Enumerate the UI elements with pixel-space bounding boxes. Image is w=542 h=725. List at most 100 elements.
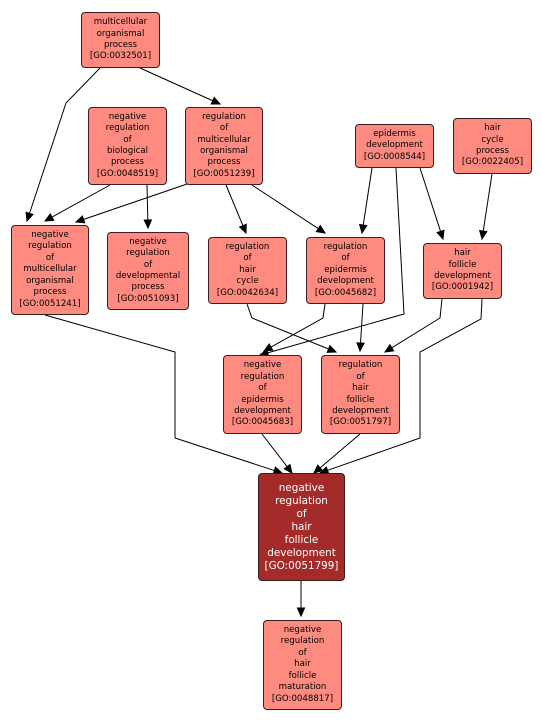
node-label-line: development — [317, 276, 374, 287]
node-label-line: organismal — [96, 28, 145, 39]
node-label-line: follicle — [288, 670, 317, 681]
node-label-line: epidermis — [324, 264, 367, 275]
node-label-line: regulation — [126, 248, 170, 259]
edge-arrowhead — [143, 219, 153, 230]
edge-go0048519-to-go0051241 — [43, 184, 111, 222]
node-label-line: developmental — [115, 271, 181, 281]
node-label-line: [GO:0045683] — [231, 417, 294, 428]
node-label-line: biological — [107, 146, 148, 156]
edge-arrowhead — [436, 229, 445, 241]
edge-go0001942-to-go0051797 — [383, 298, 443, 353]
edge-go0008544-to-go0045682 — [358, 167, 373, 235]
node-label-line: negative — [243, 360, 282, 371]
node-label-line: [GO:0051797] — [329, 417, 392, 428]
node-label-line: of — [356, 371, 365, 382]
node-label-line: of — [243, 253, 252, 264]
edge-line — [146, 184, 149, 222]
node-label-line: epidermis — [241, 394, 284, 405]
edge-line — [82, 182, 191, 221]
edge-arrowhead — [315, 224, 327, 234]
node-label-line: development — [434, 271, 491, 281]
node-label-line: of — [298, 647, 307, 658]
node-label-line: [GO:0032501] — [89, 51, 152, 62]
node-label-line: process — [103, 40, 138, 50]
node-label-line: regulation — [275, 494, 328, 507]
edge-arrowhead — [238, 223, 247, 235]
edge-line — [319, 433, 361, 469]
node-label-line: development — [267, 546, 336, 559]
edge-arrowhead — [356, 342, 365, 353]
node-label-line: multicellular — [23, 264, 77, 275]
edge-line — [419, 167, 442, 233]
edge-line — [482, 173, 493, 233]
edge-arrowhead — [296, 607, 306, 618]
node-label-line: follicle — [346, 394, 375, 405]
node-label-line: negative — [129, 236, 167, 247]
edge-go0045682-to-go0045683 — [262, 303, 326, 352]
edge-line — [44, 314, 276, 472]
node-label-line: process — [131, 282, 165, 293]
node-label-line: hair — [484, 123, 501, 134]
node-label-line: [GO:0051241] — [19, 298, 81, 309]
node-label-line: multicellular — [93, 17, 148, 28]
node-label-line: process — [475, 146, 510, 156]
edge-line — [266, 167, 405, 354]
edge-go0022405-to-go0001942 — [478, 173, 493, 241]
node-label-line: negative — [278, 481, 325, 494]
edge-go0051239-to-go0042634 — [225, 184, 247, 235]
node-label-line: of — [341, 253, 350, 264]
node-label-line: regulation — [338, 360, 383, 371]
node-label-line: organismal — [200, 146, 248, 156]
node-label-line: hair — [454, 248, 471, 259]
edge-arrowhead — [210, 96, 222, 105]
edge-go0008544-to-go0001942 — [419, 167, 445, 241]
node-label-line: of — [219, 123, 229, 134]
node-label-line: regulation — [225, 241, 270, 252]
node-label-line: maturation — [278, 682, 327, 693]
edge-line — [251, 184, 320, 230]
node-label-line: cycle — [481, 134, 504, 145]
node-label-line: development — [234, 405, 291, 416]
edge-line — [261, 433, 289, 468]
edge-line — [269, 303, 326, 349]
node-label-line: negative — [108, 111, 147, 122]
edge-line — [28, 67, 101, 215]
edge-go0048519-to-go0051093 — [143, 184, 153, 230]
edge-arrowhead — [326, 344, 338, 353]
edge-arrowhead — [478, 229, 488, 241]
node-label-line: hair — [239, 264, 256, 275]
node-label-line: hair — [294, 659, 311, 670]
edge-arrowhead — [262, 343, 274, 352]
edge-line — [246, 303, 330, 350]
node-label-line: of — [296, 507, 307, 520]
node-label-line: of — [123, 134, 132, 145]
edge-go0051239-to-go0045682 — [251, 184, 327, 234]
edge-go0045683-to-go0051799 — [261, 433, 293, 474]
edge-arrowhead — [313, 464, 324, 474]
node-label-line: [GO:0048519] — [96, 168, 159, 179]
edge-line — [326, 298, 483, 472]
node-label-line: hair — [291, 520, 312, 533]
node-label-line: process — [33, 287, 67, 298]
node-label-line: epidermis — [373, 128, 416, 139]
node-label-line: [GO:0001942] — [431, 282, 494, 293]
edge-line — [50, 184, 111, 219]
node-label-line: negative — [283, 625, 322, 636]
node-label-line: regulation — [280, 636, 325, 647]
